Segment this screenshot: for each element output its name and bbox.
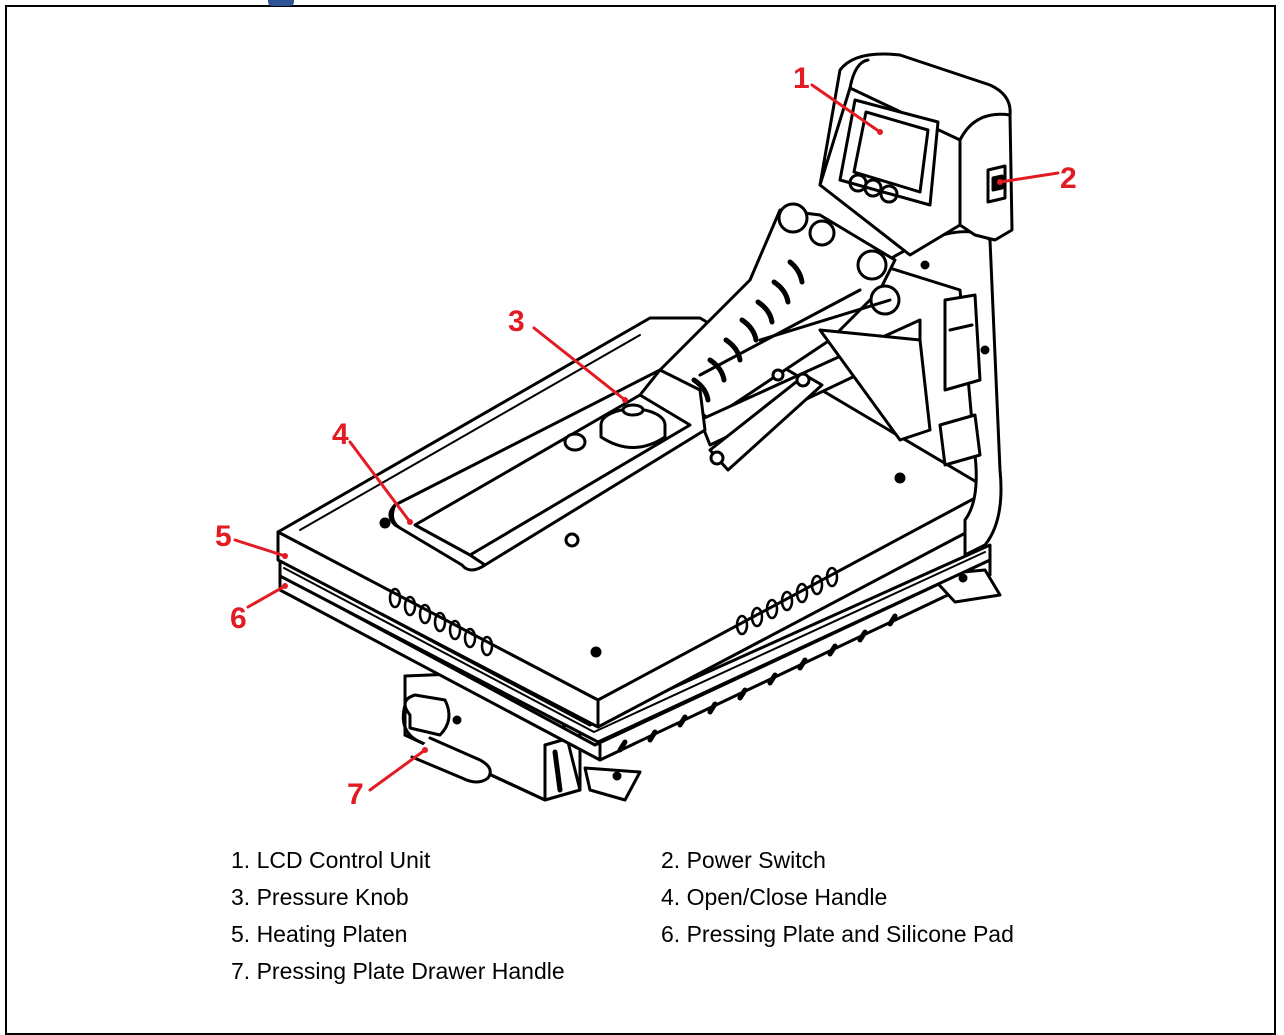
legend-item-pressing-plate: 6. Pressing Plate and Silicone Pad <box>661 921 1014 947</box>
leader-arrowheads <box>282 129 1003 753</box>
control-head <box>818 52 1014 257</box>
c-frame <box>878 230 1003 557</box>
callout-3: 3 <box>508 305 525 338</box>
heading-fragment <box>268 0 294 6</box>
callout-5: 5 <box>215 520 232 553</box>
leader-lines <box>233 83 1060 792</box>
legend-row: 5. Heating Platen 6. Pressing Plate and … <box>231 921 1131 958</box>
legend-item-drawer-handle: 7. Pressing Plate Drawer Handle <box>231 958 565 984</box>
callout-2: 2 <box>1060 162 1077 195</box>
legend-row: 7. Pressing Plate Drawer Handle <box>231 958 1131 995</box>
legend-item-power-switch: 2. Power Switch <box>661 847 826 873</box>
legend-item-lcd-control-unit: 1. LCD Control Unit <box>231 847 431 873</box>
callout-1: 1 <box>793 62 810 95</box>
legend-item-open-close-handle: 4. Open/Close Handle <box>661 884 888 910</box>
upper-arm <box>653 202 901 422</box>
callout-6: 6 <box>230 602 247 635</box>
linkage <box>698 318 932 472</box>
drawer-handle <box>401 693 492 784</box>
legend-item-heating-platen: 5. Heating Platen <box>231 921 408 947</box>
pressing-plate <box>278 543 992 744</box>
pressure-knob <box>563 403 667 452</box>
callout-7: 7 <box>347 778 364 811</box>
legend-row: 1. LCD Control Unit 2. Power Switch <box>231 847 1131 884</box>
legend-item-pressure-knob: 3. Pressure Knob <box>231 884 409 910</box>
legend-row: 3. Pressure Knob 4. Open/Close Handle <box>231 884 1131 921</box>
parts-legend: 1. LCD Control Unit 2. Power Switch 3. P… <box>231 847 1131 995</box>
callout-4: 4 <box>332 418 349 451</box>
